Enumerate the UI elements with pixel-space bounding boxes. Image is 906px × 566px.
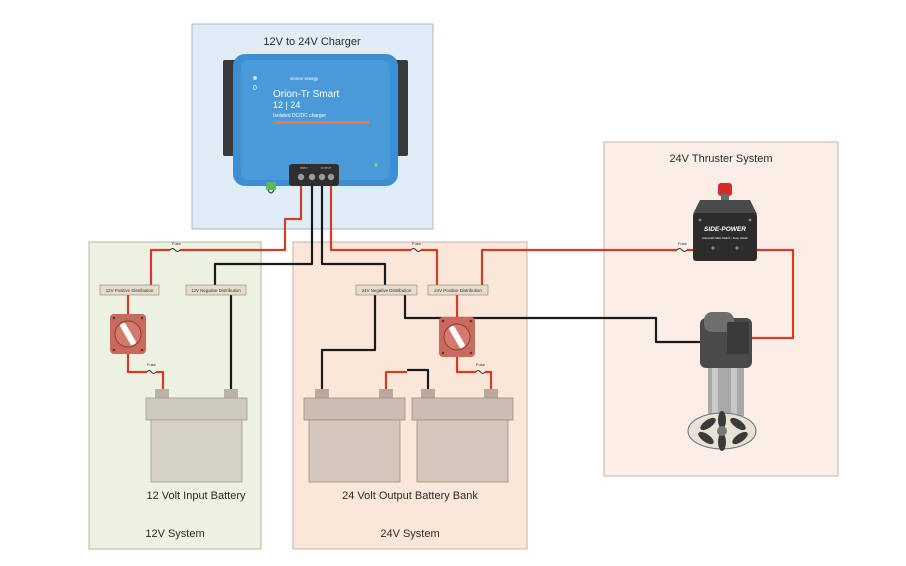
- svg-text:Fuse: Fuse: [172, 241, 182, 246]
- charger-model: Orion-Tr Smart: [273, 89, 340, 100]
- emergency-stop-button[interactable]: [718, 183, 732, 196]
- orion-charger: 0 victron energy Orion-Tr Smart 12 | 24 …: [223, 54, 408, 194]
- led-icon: [253, 76, 257, 80]
- terminal-screw: [297, 173, 305, 181]
- battery-body: [416, 419, 509, 483]
- wire-charger-neg-to-24v-dist: [320, 185, 387, 288]
- dist-12v-positive: [99, 284, 160, 296]
- wire-24v-switch-to-fuse: [455, 355, 476, 374]
- svg-text:Fuse: Fuse: [412, 241, 422, 246]
- wire-24v-dist-to-battery-neg: [320, 294, 377, 398]
- wire-controller-to-motor: [745, 248, 795, 340]
- remote-wire-icon: [267, 189, 275, 194]
- battery-24v-left: [303, 389, 406, 483]
- wire-charger-to-12v-fuse: [180, 185, 303, 252]
- terminal-screw: [308, 173, 316, 181]
- battery-terminal: [224, 389, 238, 399]
- system24-panel-title: 24V System: [380, 528, 439, 540]
- terminal-input-label: INPUT: [300, 166, 308, 170]
- battery-switch-24v[interactable]: [439, 317, 475, 357]
- terminal-screw: [327, 173, 335, 181]
- charger-description: Isolated DC/DC charger: [273, 113, 326, 119]
- dist-12v-negative-label: 12V Negative Distribution: [191, 288, 241, 293]
- fuses: Fuse Fuse Fuse Fuse Fuse: [146, 241, 688, 374]
- dist-12v-negative: [185, 284, 247, 296]
- dist-24v-negative-label: 24V Negative Distribution: [362, 288, 412, 293]
- battery-terminal: [155, 389, 169, 399]
- battery-terminal: [315, 389, 329, 399]
- battery-switch-12v[interactable]: [110, 314, 146, 354]
- battery-body: [150, 419, 243, 483]
- motor-control-box: [727, 322, 749, 354]
- switch-knob-icon: [449, 325, 465, 349]
- fuse-12v-main: Fuse: [169, 241, 182, 252]
- controller-top: [693, 200, 757, 214]
- terminal-screw: [318, 173, 326, 181]
- motor-cap: [704, 312, 734, 332]
- wire-24v-neg-to-thruster: [403, 294, 700, 344]
- bow-thruster-motor: [687, 312, 757, 451]
- status-led-icon: [374, 163, 378, 167]
- wire-24v-dist-to-thruster-fuse: [480, 248, 677, 288]
- battery-lid: [145, 397, 248, 421]
- svg-text:Fuse: Fuse: [476, 362, 486, 367]
- propeller-icon: [698, 411, 748, 451]
- switch-knob-icon: [120, 322, 136, 346]
- battery-terminal: [379, 389, 393, 399]
- system12-panel-title: 12V System: [145, 528, 204, 540]
- battery-12v-label: 12 Volt Input Battery: [146, 490, 246, 502]
- svg-text:Fuse: Fuse: [678, 241, 688, 246]
- negative-wires: [213, 185, 700, 398]
- controller-brand: SIDE-POWER: [704, 226, 746, 233]
- charger-stripe: [273, 121, 369, 124]
- battery-body: [308, 419, 401, 483]
- svg-text:Fuse: Fuse: [147, 362, 157, 367]
- fuse-thruster: Fuse: [676, 241, 688, 252]
- wire-charger-neg-to-12v-dist: [213, 185, 314, 288]
- battery-lid: [303, 397, 406, 421]
- wire-12v-switch-to-fuse: [126, 352, 147, 374]
- battery-lid: [411, 397, 514, 421]
- wire-series-link-neg: [407, 368, 430, 398]
- battery-bank-label: 24 Volt Output Battery Bank: [342, 490, 478, 502]
- controller-subtitle: Automatic Main Switch - Fuse Holder: [702, 236, 748, 240]
- battery-terminal: [484, 389, 498, 399]
- fuse-12v-battery: Fuse: [146, 362, 157, 374]
- remote-connector-icon: [266, 182, 276, 190]
- battery-24v-right: [411, 389, 514, 483]
- wire-12v-fuse-to-dist: [149, 248, 170, 288]
- charger-panel-title: 12V to 24V Charger: [263, 36, 361, 48]
- positive-wires: [126, 185, 795, 398]
- stop-button-stem: [721, 194, 729, 200]
- charger-brand: victron energy: [290, 76, 319, 81]
- charger-rating: 12 | 24: [273, 100, 300, 110]
- charger-face: [241, 60, 390, 180]
- dist-24v-positive: [427, 284, 489, 296]
- dist-12v-positive-label: 12V Positive Distribution: [106, 288, 154, 293]
- distribution-blocks: 12V Positive Distribution 12V Negative D…: [99, 284, 489, 296]
- thruster-panel-title: 24V Thruster System: [669, 153, 772, 165]
- battery-12v: [145, 389, 248, 483]
- terminal-output-label: OUTPUT: [321, 166, 332, 170]
- dist-24v-positive-label: 24V Positive Distribution: [434, 288, 482, 293]
- fuse-24v-main: Fuse: [410, 241, 422, 252]
- controller-body: [693, 213, 757, 261]
- power-icon: 0: [253, 85, 257, 92]
- fuse-24v-battery: Fuse: [475, 362, 486, 374]
- wire-24v-fuse-to-dist: [421, 248, 439, 288]
- thruster-controller: SIDE-POWER Automatic Main Switch - Fuse …: [693, 183, 757, 261]
- wire-charger-to-24v-fuse: [329, 185, 411, 252]
- dist-24v-negative: [355, 284, 418, 296]
- battery-terminal: [421, 389, 435, 399]
